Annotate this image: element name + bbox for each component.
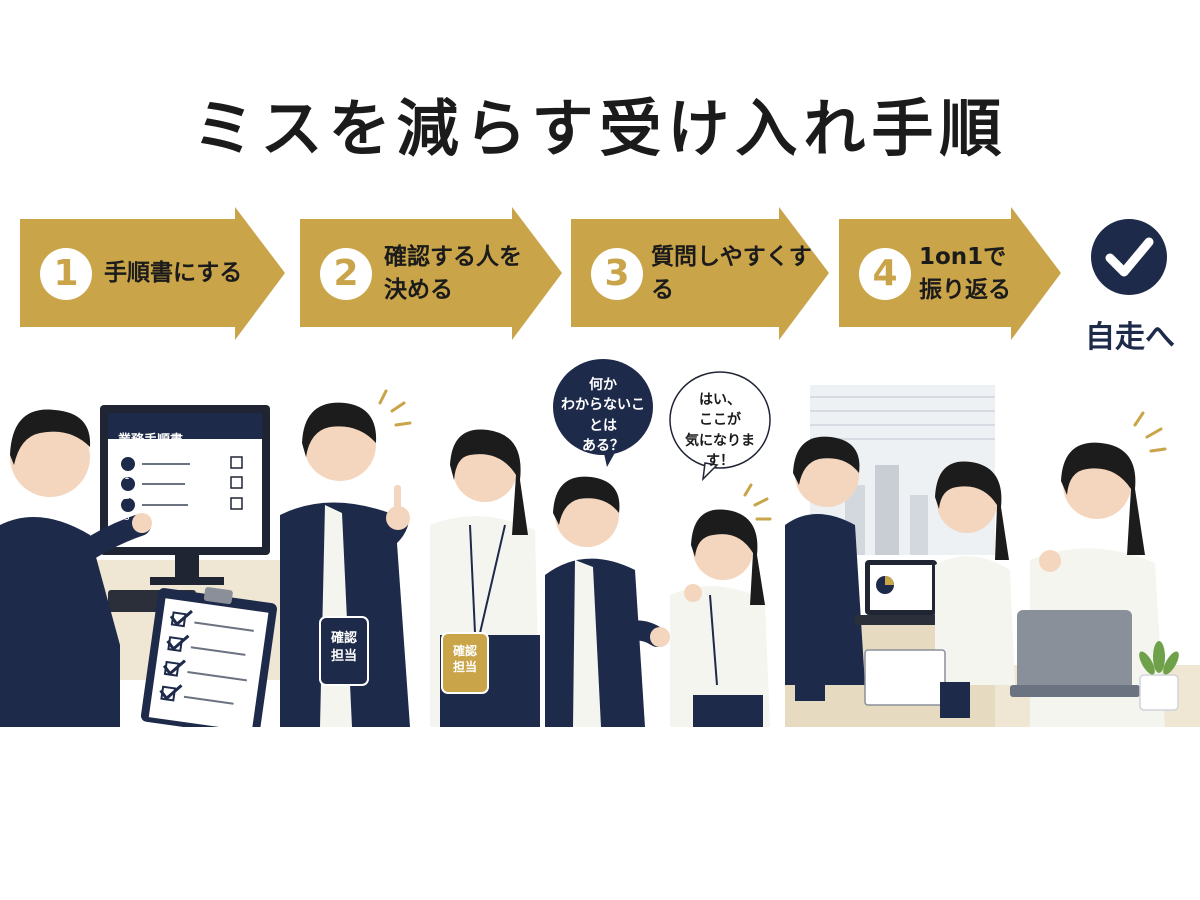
scene-assign-checker: 確認 担当 確認 担当	[280, 385, 540, 727]
scene-2-illustration	[280, 389, 540, 727]
scene-4-illustration	[785, 385, 1200, 727]
step-2-arrow: 2 確認する人を 決める	[300, 207, 562, 340]
step-3-label: 質問しやすくする	[651, 244, 812, 303]
step-1-arrow: 1 手順書にする	[20, 207, 285, 340]
step-1-label: 手順書にする	[104, 260, 243, 287]
scene-easy-questions: 何か わからないことは ある？ はい、 ここが 気になります！	[545, 345, 785, 727]
checkmark-icon	[1091, 219, 1167, 295]
step-3-number: 3	[591, 248, 643, 300]
badge-man: 確認 担当	[330, 631, 357, 664]
scene-3-illustration	[545, 359, 772, 727]
badge-woman: 確認 担当	[452, 644, 477, 675]
speech-bubble-answer: はい、 ここが 気になります！	[685, 392, 755, 469]
monitor-title: 業務手順書	[118, 433, 184, 448]
step-2-number: 2	[320, 248, 372, 300]
scene-one-on-one	[785, 385, 1200, 727]
list-number-1: 1	[124, 472, 130, 482]
goal-label: 自走へ	[1085, 320, 1175, 355]
step-4-arrow: 4 1on1で 振り返る	[839, 207, 1061, 340]
list-number-2: 2	[124, 492, 130, 502]
step-4-number: 4	[859, 248, 911, 300]
scene-1-illustration	[0, 405, 280, 727]
step-1-number: 1	[40, 248, 92, 300]
step-4-label: 1on1で 振り返る	[919, 244, 1011, 303]
step-2-label: 確認する人を 決める	[384, 244, 522, 303]
list-number-3: 3	[124, 513, 130, 523]
speech-bubble-question: 何か わからないことは ある？	[561, 377, 645, 454]
step-3-arrow: 3 質問しやすくする	[571, 207, 829, 340]
page-title: ミスを減らす受け入れ手順	[192, 92, 1008, 165]
scene-procedure-manual: 業務手順書 1 2 3	[0, 385, 280, 727]
